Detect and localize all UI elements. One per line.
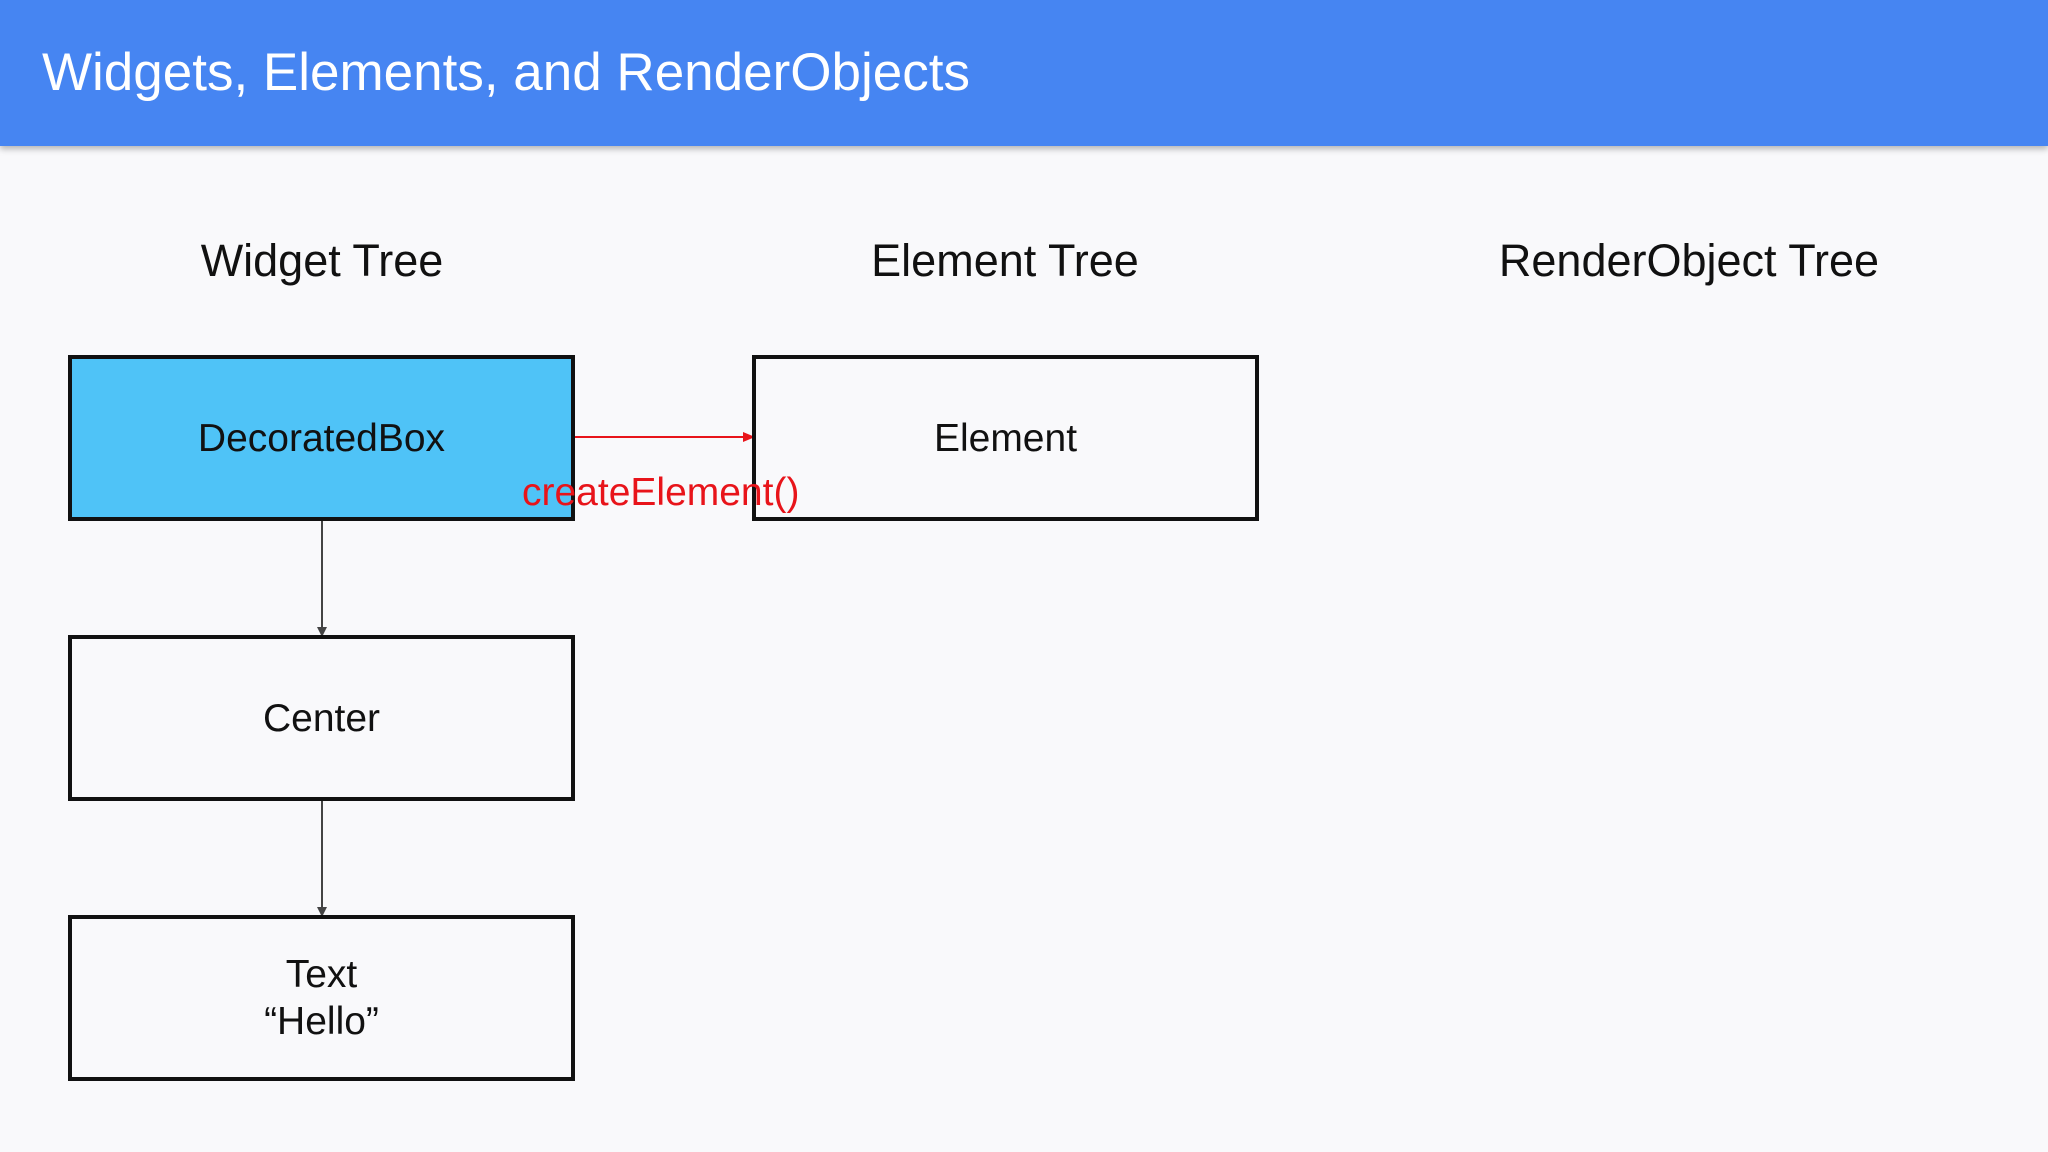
- widget-node-decoratedbox-label: DecoratedBox: [197, 416, 446, 460]
- element-node-element-label: Element: [933, 416, 1078, 460]
- widget-node-center-label: Center: [262, 696, 381, 740]
- widget-node-text: Text “Hello”: [68, 915, 575, 1081]
- slide-title: Widgets, Elements, and RenderObjects: [42, 43, 970, 102]
- widget-node-center: Center: [68, 635, 575, 801]
- element-node-element: Element: [752, 355, 1259, 521]
- widget-node-text-label: Text “Hello”: [264, 953, 379, 1043]
- widget-tree-heading: Widget Tree: [200, 235, 444, 286]
- create-element-label: createElement(): [522, 471, 800, 514]
- widget-node-decoratedbox: DecoratedBox: [68, 355, 575, 521]
- renderobject-tree-heading: RenderObject Tree: [1498, 235, 1880, 286]
- element-tree-heading: Element Tree: [871, 235, 1139, 286]
- header-bar: Widgets, Elements, and RenderObjects: [0, 0, 2048, 146]
